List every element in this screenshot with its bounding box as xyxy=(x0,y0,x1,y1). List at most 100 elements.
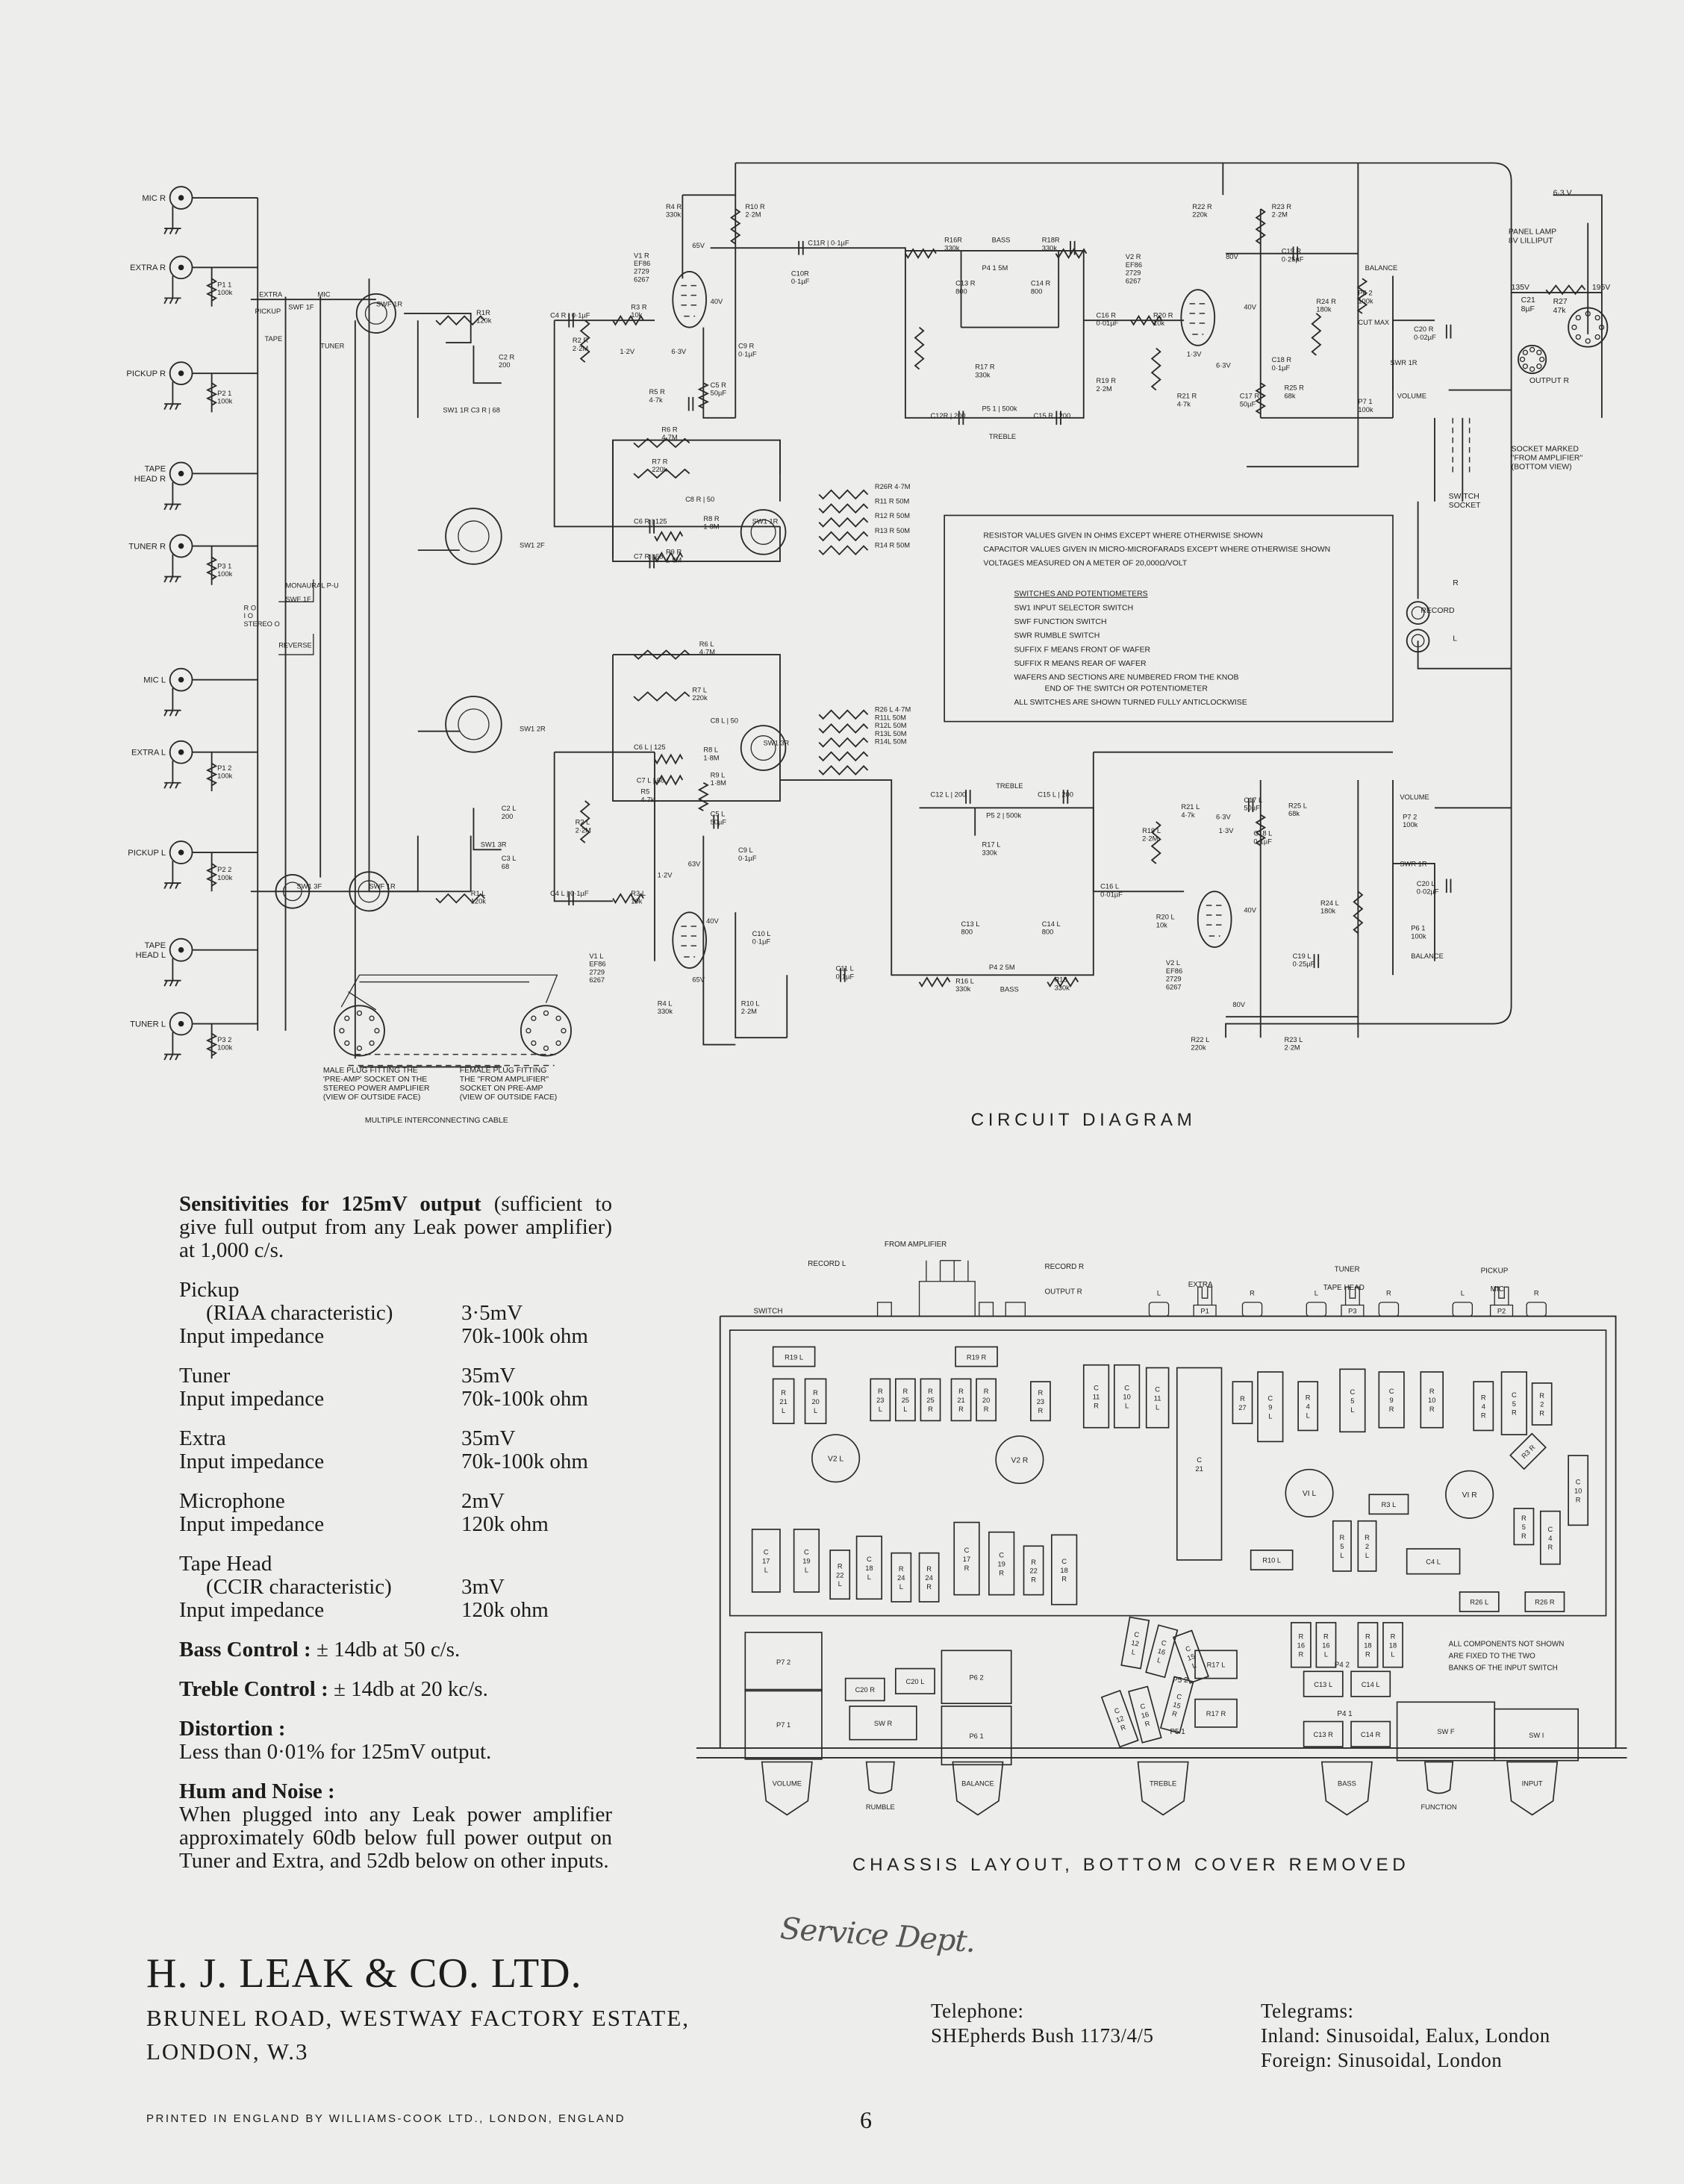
input-name: Microphone xyxy=(179,1489,285,1513)
distortion-label: Distortion : xyxy=(179,1717,286,1741)
circuit-label: C8 R | 50 xyxy=(685,496,714,503)
circuit-label: MIC xyxy=(317,291,330,299)
note-item: SUFFIX R MEANS REAR OF WAFER xyxy=(1014,660,1147,668)
circuit-label: SW1 3R xyxy=(764,739,790,746)
spec-distortion: Distortion :Less than 0·01% for 125mV ou… xyxy=(179,1717,612,1764)
chassis-jack: L xyxy=(1306,1289,1327,1317)
capacitor-icon xyxy=(687,396,694,411)
circuit-label: MULTIPLE INTERCONNECTING CABLE xyxy=(365,1117,508,1125)
chassis-component: SW F xyxy=(1396,1701,1496,1762)
input-jack xyxy=(163,534,258,583)
treble-value: ± 14db at 20 kc/s. xyxy=(328,1677,488,1701)
resistor-icon xyxy=(1255,814,1267,846)
circuit-diagram-title: CIRCUIT DIAGRAM xyxy=(971,1110,1197,1130)
note-line: VOLTAGES MEASURED ON A METER OF 20,000Ω/… xyxy=(983,560,1187,568)
chassis-knob-label: VOLUME xyxy=(773,1779,802,1787)
circuit-label: C15 L | 200 xyxy=(1038,790,1073,798)
chassis-valve-label: VI L xyxy=(1303,1490,1317,1498)
pot-icon xyxy=(205,382,218,406)
resistor-icon xyxy=(1255,382,1267,415)
circuit-label: SW1 1R xyxy=(752,518,779,525)
chassis-label: OUTPUT R xyxy=(1045,1288,1082,1297)
switch-icon xyxy=(349,871,390,912)
chassis-jack: L xyxy=(1148,1289,1170,1317)
resistor-icon xyxy=(818,765,869,776)
chassis-component: C16L xyxy=(1145,1624,1179,1679)
circuit-label: C12 L | 200 xyxy=(930,790,966,798)
resistor-icon xyxy=(818,489,869,500)
circuit-label: C4 L | 0·1µF xyxy=(550,890,589,897)
circuit-label: SWF 1R xyxy=(369,883,396,890)
circuit-label: 1·3V xyxy=(1219,827,1234,834)
input-jack xyxy=(163,840,258,889)
circuit-label: SWR 1R xyxy=(1400,861,1427,868)
resistor-icon xyxy=(633,468,690,479)
resistor-icon xyxy=(1545,284,1586,296)
circuit-label: C8 L | 50 xyxy=(711,717,738,725)
chassis-jack-label: R xyxy=(1534,1289,1539,1297)
circuit-label: P4 1 5M xyxy=(982,264,1008,272)
chassis-component-label: C12L xyxy=(1129,1630,1141,1656)
impedance-label: Input impedance xyxy=(179,1324,325,1348)
switch-icon xyxy=(445,508,502,565)
circuit-label: TREBLE xyxy=(996,782,1023,790)
chassis-component-label: SW F xyxy=(1437,1728,1455,1735)
circuit-label: VOLUME xyxy=(1397,393,1426,400)
chassis-component: C13 R xyxy=(1303,1720,1344,1747)
resistor-icon xyxy=(654,551,684,563)
chassis-component: R17 L xyxy=(1194,1650,1238,1679)
printer-credit: PRINTED IN ENGLAND BY WILLIAMS-COOK LTD.… xyxy=(146,2112,626,2125)
impedance-value: 120k ohm xyxy=(461,1512,549,1536)
chassis-jack-label: L xyxy=(1157,1289,1161,1297)
valve-icon xyxy=(672,911,707,969)
input-characteristic: (CCIR characteristic) xyxy=(206,1575,392,1599)
chassis-component: P7 2 xyxy=(744,1632,823,1692)
input-jack xyxy=(163,1011,258,1061)
impedance-value: 70k-100k ohm xyxy=(461,1324,588,1348)
chassis-label: RECORD L xyxy=(808,1260,846,1268)
chassis-component-label: C16R xyxy=(1138,1702,1153,1728)
resistor-icon xyxy=(818,737,869,748)
capacitor-icon xyxy=(649,554,655,569)
switch-icon xyxy=(355,293,396,334)
capacitor-icon xyxy=(568,891,574,905)
circuit-label: SW1 2R xyxy=(520,726,546,733)
resistor-icon xyxy=(697,382,710,409)
chassis-jack: L xyxy=(1452,1289,1474,1317)
chassis-jack: P2 xyxy=(1489,1286,1514,1317)
resistor-icon xyxy=(1130,314,1163,326)
